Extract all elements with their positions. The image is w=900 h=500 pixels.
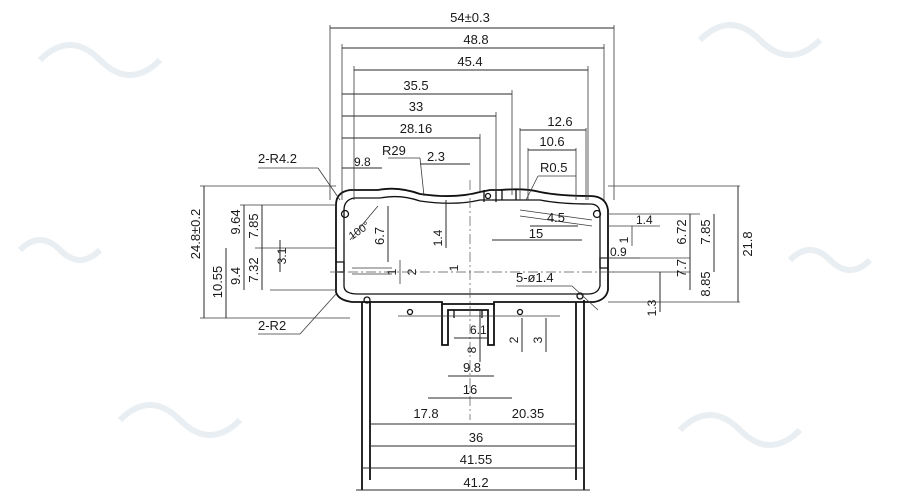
dim-1-4-right: 1.4 xyxy=(636,213,653,227)
dim-4-5: 4.5 xyxy=(547,210,565,225)
callout-2-r4-2: 2-R4.2 xyxy=(258,151,297,166)
dim-17-8: 17.8 xyxy=(413,406,438,421)
dim-9-64: 9.64 xyxy=(228,209,243,234)
background-watermark xyxy=(17,22,873,448)
right-foot xyxy=(575,300,585,490)
dim-9-8-bottom: 9.8 xyxy=(463,360,481,375)
extension-lines xyxy=(200,25,740,319)
dim-36: 36 xyxy=(469,430,483,445)
bottom-hole-2 xyxy=(516,308,524,316)
inner-shell xyxy=(343,195,601,295)
dim-41-55: 41.55 xyxy=(460,452,493,467)
dim-16: 16 xyxy=(463,382,477,397)
dim-6-1: 6.1 xyxy=(470,323,487,337)
left-foot xyxy=(361,302,371,490)
corner-boss-bottom-left xyxy=(363,296,371,304)
top-hole xyxy=(484,192,492,200)
dim-7-7: 7.7 xyxy=(674,259,689,277)
vertical-dimensions: 24.8±0.2 10.55 9.4 9.64 7.32 7.85 3.1 6.… xyxy=(188,186,755,362)
dim-overall-height: 24.8±0.2 xyxy=(188,209,203,260)
callout-r0-5: R0.5 xyxy=(540,160,567,175)
dim-overall-width: 54±0.3 xyxy=(450,10,490,25)
horizontal-dimensions: 54±0.3 48.8 45.4 35.5 33 28.16 12.6 10.6… xyxy=(330,10,614,491)
left-notch xyxy=(336,261,345,273)
corner-boss-top-right xyxy=(592,209,602,219)
dim-1-right: 1 xyxy=(617,236,631,243)
angle-arc xyxy=(349,205,379,241)
dim-9-8-top: 9.8 xyxy=(354,155,371,169)
dim-28-16: 28.16 xyxy=(400,121,433,136)
dim-10-6: 10.6 xyxy=(539,134,564,149)
dim-7-32: 7.32 xyxy=(246,257,261,282)
top-slot-right xyxy=(501,190,517,200)
callout-2-r2: 2-R2 xyxy=(258,318,286,333)
dim-1-3: 1.3 xyxy=(645,299,659,316)
inner-rib-left xyxy=(352,267,392,275)
dim-2-b: 2 xyxy=(507,336,521,343)
bottom-channel xyxy=(441,304,495,346)
dim-33: 33 xyxy=(409,99,423,114)
dim-48-8: 48.8 xyxy=(463,32,488,47)
callout-r29: R29 xyxy=(382,143,406,158)
dim-2-a: 2 xyxy=(405,268,419,275)
dim-1-a: 1 xyxy=(385,268,399,275)
dim-1-b: 1 xyxy=(447,264,461,271)
callout-holes: 5-ø1.4 xyxy=(516,270,554,285)
dim-9-4: 9.4 xyxy=(228,267,243,285)
dim-7-85-right: 7.85 xyxy=(698,219,713,244)
profile-outline xyxy=(335,187,609,490)
dim-8-85: 8.85 xyxy=(698,271,713,296)
dim-15: 15 xyxy=(529,226,543,241)
dim-3: 3 xyxy=(531,336,545,343)
dim-6-72: 6.72 xyxy=(674,219,689,244)
right-notch xyxy=(599,257,608,269)
dim-45-4: 45.4 xyxy=(457,54,482,69)
dim-0-9: 0.9 xyxy=(610,245,627,259)
dim-8: 8 xyxy=(465,346,479,353)
center-lines xyxy=(330,180,614,420)
dim-7-85-left: 7.85 xyxy=(246,213,261,238)
dim-12-6: 12.6 xyxy=(547,114,572,129)
dim-3-1: 3.1 xyxy=(275,247,289,264)
bottom-hole-1 xyxy=(406,308,414,316)
inner-rib-top xyxy=(519,209,593,227)
dim-2-3: 2.3 xyxy=(427,149,445,164)
outer-shell xyxy=(335,187,609,305)
dim-20-35: 20.35 xyxy=(512,406,545,421)
dim-41-2: 41.2 xyxy=(463,475,488,490)
dim-6-7: 6.7 xyxy=(372,227,387,245)
dim-1-4-mid: 1.4 xyxy=(431,229,445,246)
dim-35-5: 35.5 xyxy=(403,78,428,93)
channel-lip xyxy=(453,310,483,318)
callout-angle: 100° xyxy=(347,220,373,243)
callouts: 2-R4.2 2-R2 R29 R0.5 5-ø1.4 100° xyxy=(258,143,599,335)
dim-21-8: 21.8 xyxy=(740,231,755,256)
corner-boss-top-left xyxy=(340,209,350,219)
dim-10-55: 10.55 xyxy=(210,266,225,299)
